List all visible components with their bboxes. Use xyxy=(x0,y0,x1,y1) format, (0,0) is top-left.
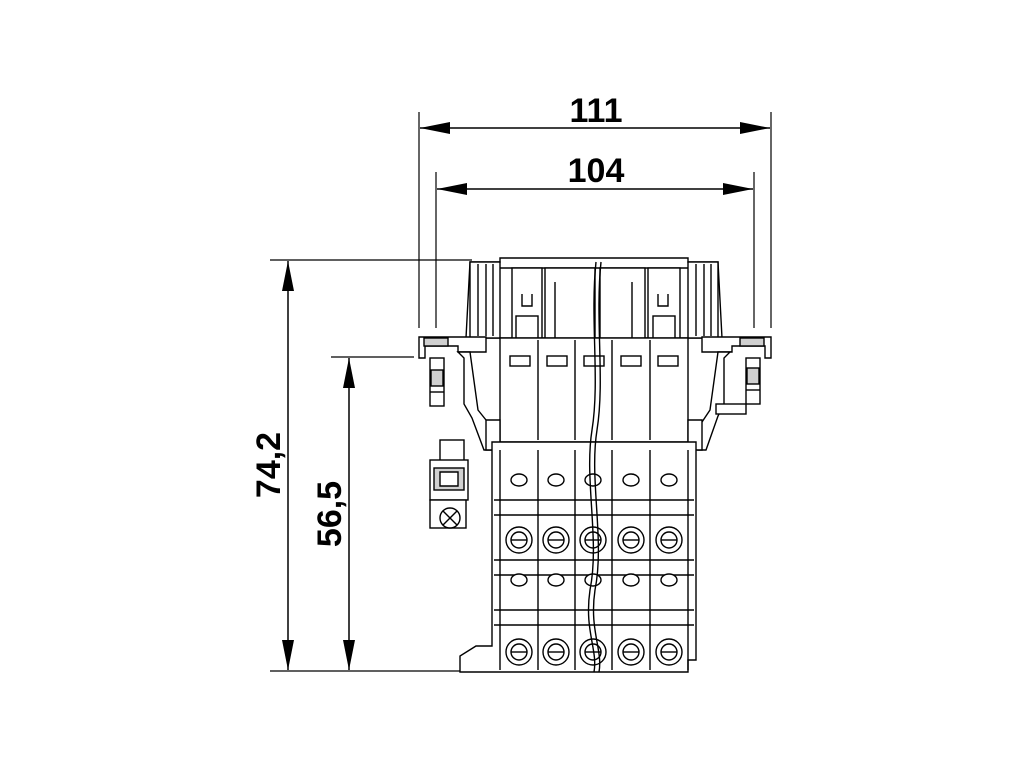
terminal-hole xyxy=(547,473,565,487)
terminal-hole xyxy=(660,573,678,587)
flange-width-label: 104 xyxy=(568,152,625,190)
connector-right-flange xyxy=(697,336,772,451)
terminal-hole xyxy=(510,473,528,487)
dimension-body-height: 56,5 xyxy=(311,356,414,670)
terminal-hole xyxy=(547,573,565,587)
terminal-block xyxy=(459,441,697,673)
dimension-overall-width: 111 xyxy=(418,92,772,328)
overall-width-label: 111 xyxy=(570,92,623,130)
overall-height-label: 74,2 xyxy=(250,432,288,498)
terminal-hole xyxy=(660,473,678,487)
connector-left-flange xyxy=(418,336,495,451)
dimension-flange-width: 104 xyxy=(435,152,755,328)
terminal-hole xyxy=(584,573,602,587)
terminal-hole xyxy=(510,573,528,587)
terminal-hole xyxy=(622,573,640,587)
terminal-hole xyxy=(622,473,640,487)
terminal-hole xyxy=(584,473,602,487)
connector-upper-body xyxy=(485,337,703,451)
dimension-overall-height: 74,2 xyxy=(250,259,472,672)
ground-clamp xyxy=(429,439,469,529)
body-height-label: 56,5 xyxy=(311,481,349,547)
wire xyxy=(587,261,602,673)
